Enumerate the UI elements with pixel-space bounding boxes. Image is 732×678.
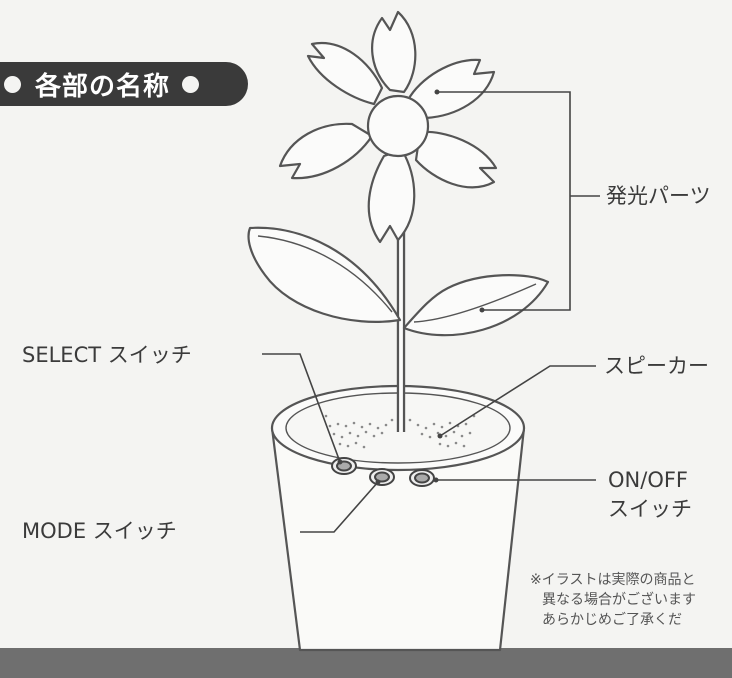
- section-title: 各部の名称: [35, 71, 171, 102]
- onoff-switch-label-line2: スイッチ: [608, 497, 692, 521]
- speaker-label: スピーカー: [604, 354, 709, 378]
- bottom-band: [0, 648, 732, 678]
- mode-leader: [300, 481, 379, 533]
- bullet-dot-right: [182, 75, 200, 93]
- leaves: [247, 226, 550, 337]
- select-leader: [262, 353, 341, 463]
- speaker-grille: [324, 412, 476, 449]
- light-parts-label: 発光パーツ: [606, 184, 711, 208]
- onoff-switch-label-line1: ON/OFF: [608, 468, 689, 492]
- illustration-note: ※イラストは実際の商品と 異なる場合がございます あらかじめご了承くだ: [530, 570, 696, 630]
- note-line: あらかじめご了承くだ: [542, 612, 682, 628]
- flower-petals: [278, 10, 498, 244]
- note-line: ※イラストは実際の商品と: [530, 572, 696, 588]
- select-switch-label: SELECT スイッチ: [22, 343, 192, 367]
- bullet-dot-left: [4, 75, 21, 93]
- section-heading: 各部の名称: [0, 62, 248, 106]
- note-line: 異なる場合がございます: [542, 592, 696, 608]
- light-parts-bracket: [437, 91, 571, 311]
- speaker-leader: [439, 365, 596, 437]
- mode-switch-label: MODE スイッチ: [22, 519, 177, 543]
- flower-center: [366, 94, 430, 158]
